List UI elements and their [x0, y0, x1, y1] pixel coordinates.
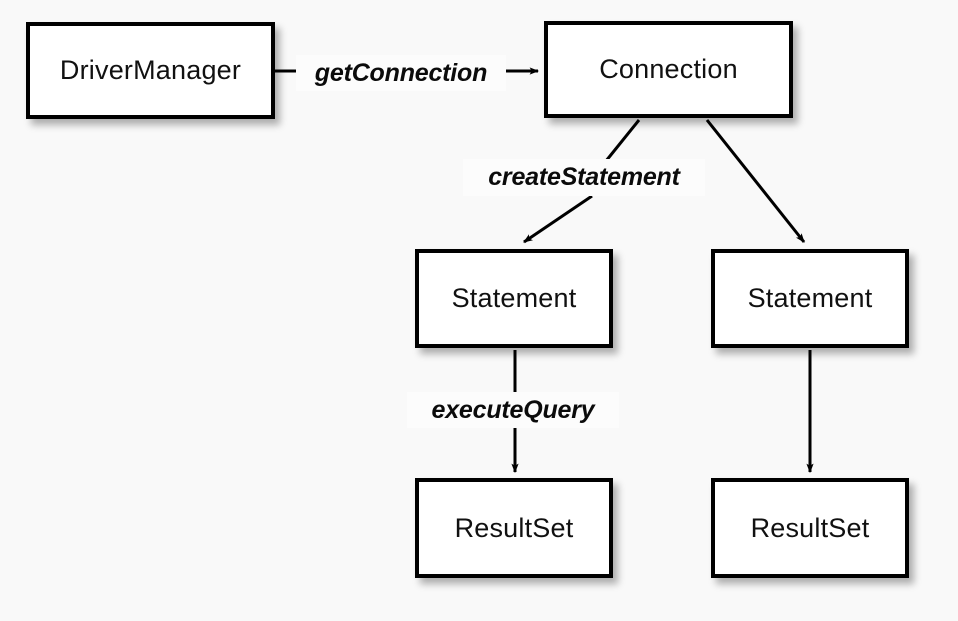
node-label-resultset-left: ResultSet [454, 512, 574, 543]
node-label-statement-right: Statement [747, 283, 873, 313]
edge-label-get-connection: getConnection [296, 55, 506, 91]
node-label-statement-left: Statement [451, 283, 577, 313]
edge-label-execute-query: executeQuery [407, 392, 619, 428]
node-connection[interactable]: Connection [544, 21, 793, 118]
edge-create-statement-2 [705, 119, 806, 243]
edge-create-statement [523, 119, 641, 244]
node-statement-left[interactable]: Statement [415, 249, 613, 348]
node-statement-right[interactable]: Statement [711, 249, 909, 348]
node-driver-manager[interactable]: DriverManager [26, 22, 275, 119]
node-resultset-left[interactable]: ResultSet [415, 478, 613, 578]
node-label-resultset-right: ResultSet [750, 512, 870, 543]
node-label-driver-manager: DriverManager [59, 55, 242, 85]
node-resultset-right[interactable]: ResultSet [711, 478, 909, 578]
edge-label-create-statement: createStatement [463, 159, 705, 196]
node-label-connection: Connection [599, 54, 738, 84]
